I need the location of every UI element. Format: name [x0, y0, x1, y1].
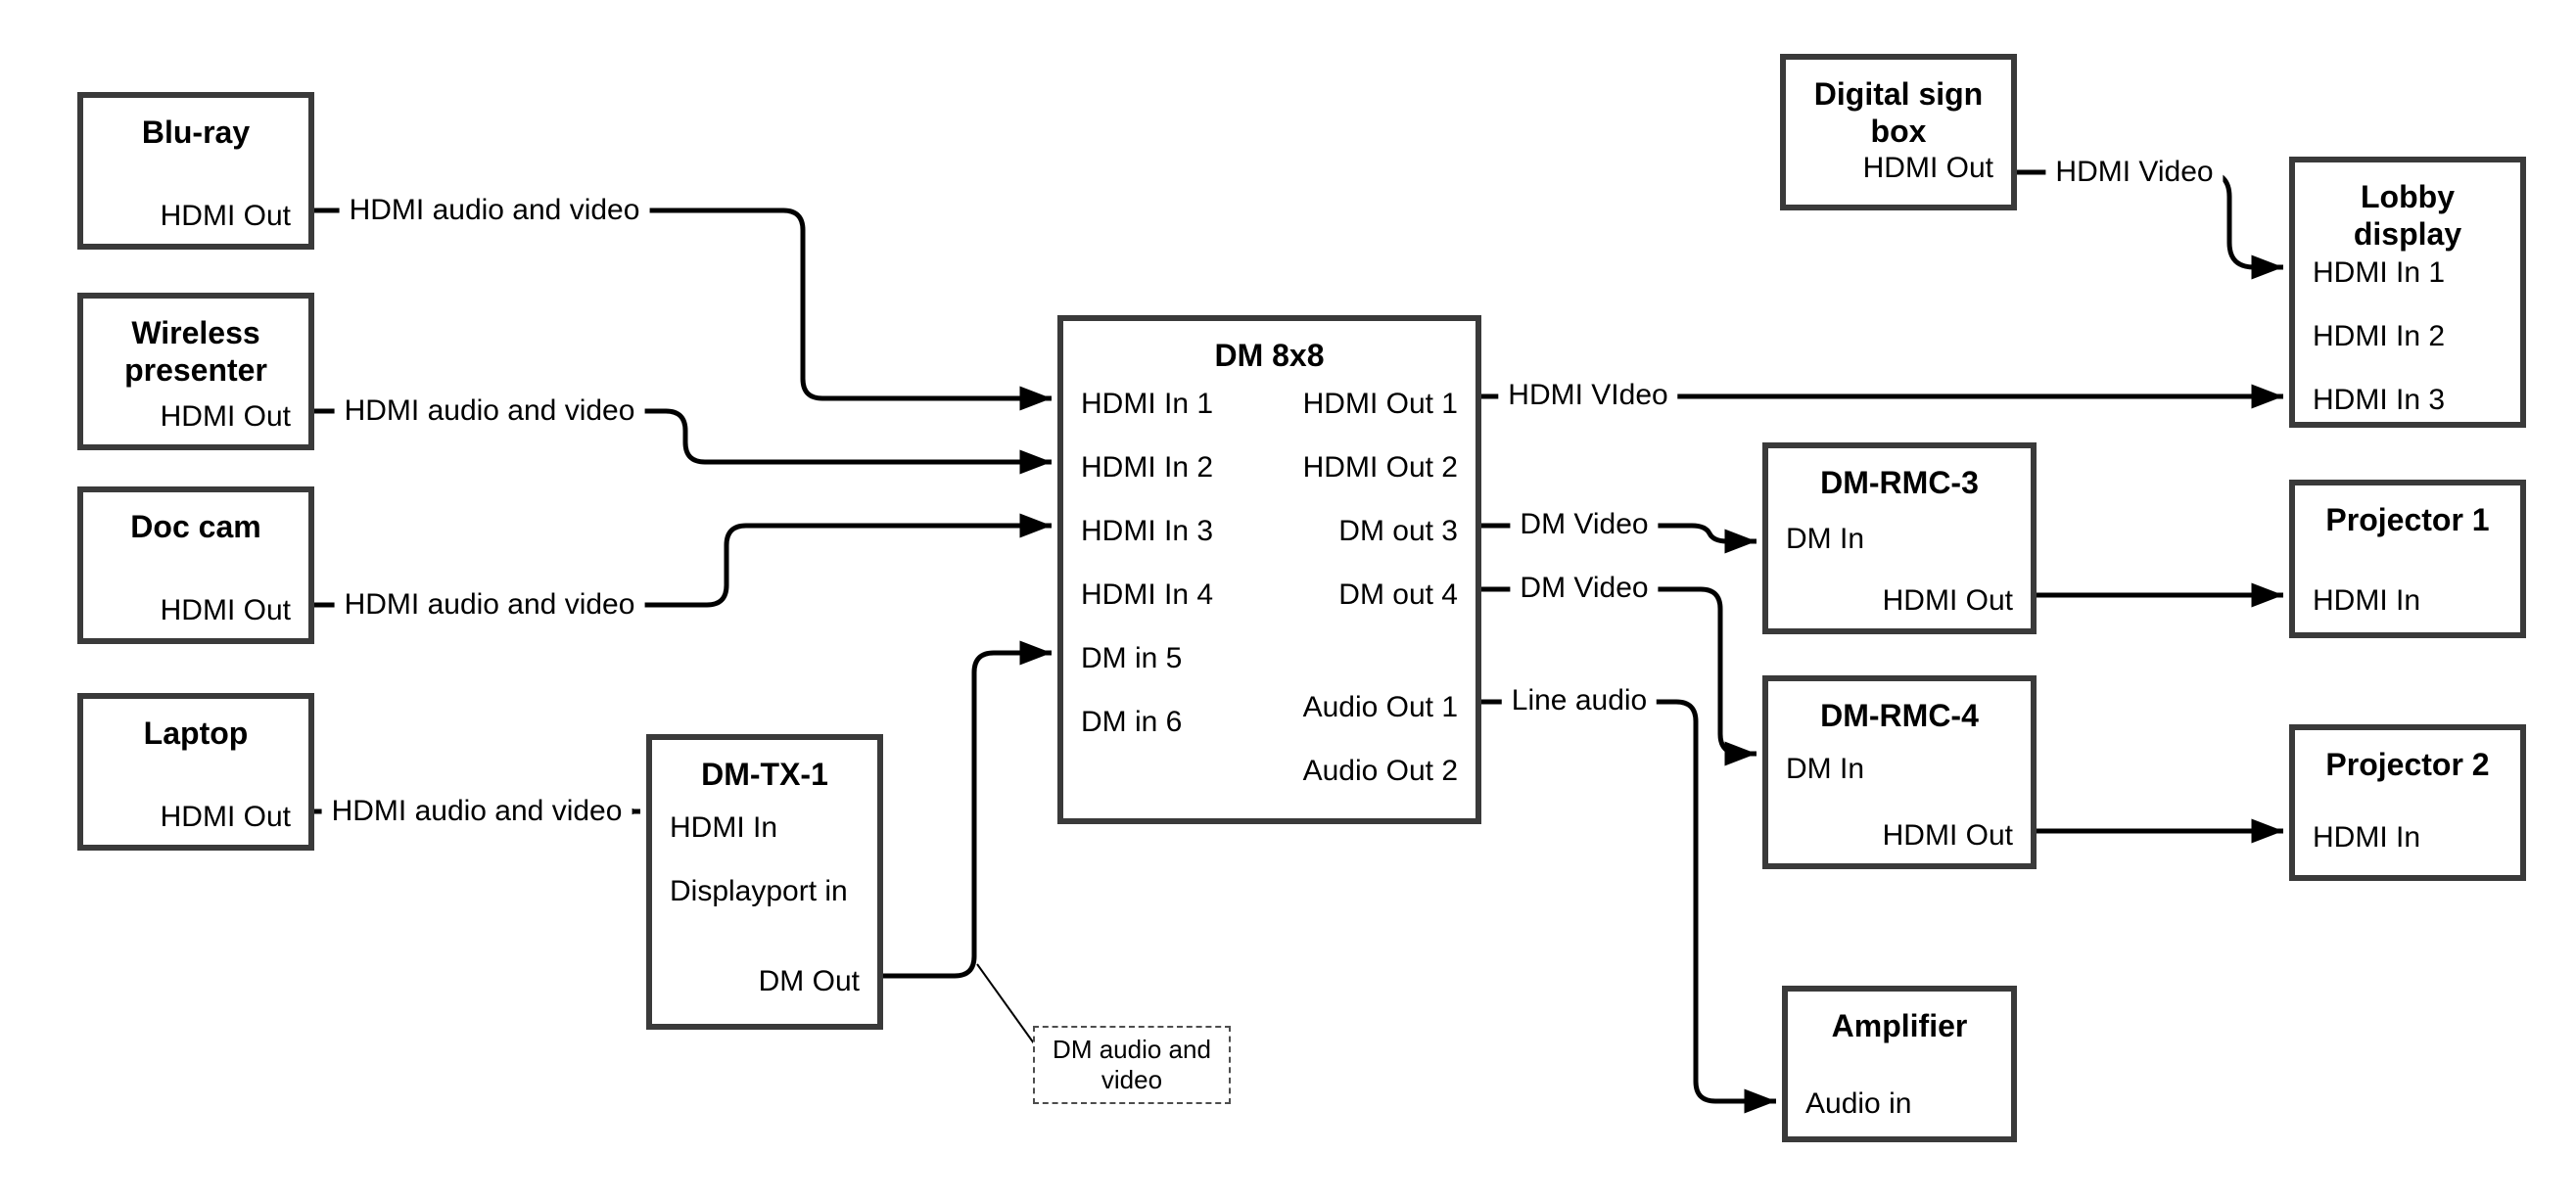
port-lobby-display-hdmi-in-3: HDMI In 3	[2313, 384, 2446, 416]
port-dm-rmc-3-hdmi-out: HDMI Out	[1882, 584, 2013, 617]
node-title-doc-cam: Doc cam	[130, 509, 261, 544]
port-dm-tx-1-displayport-in: Displayport in	[670, 875, 848, 907]
note-leader-line	[976, 963, 1035, 1044]
port-dm-8x8-dm-out-3: DM out 3	[1338, 515, 1458, 547]
port-dm-rmc-4-hdmi-out: HDMI Out	[1882, 819, 2013, 852]
port-dm-rmc-4-dm-in: DM In	[1786, 753, 1865, 785]
port-dm-8x8-dm-in-5: DM in 5	[1081, 642, 1183, 674]
port-wireless-presenter-hdmi-out: HDMI Out	[160, 400, 291, 433]
wire-label-bluray-to-dm8x8: HDMI audio and video	[339, 194, 650, 227]
node-title-digital-sign-box: Digital sign box	[1813, 76, 1984, 149]
port-dm-8x8-audio-out-1: Audio Out 1	[1302, 691, 1458, 723]
port-laptop-hdmi-out: HDMI Out	[160, 801, 291, 833]
port-dm-8x8-hdmi-in-3: HDMI In 3	[1081, 515, 1214, 547]
node-title-dm-tx-1: DM-TX-1	[701, 757, 828, 792]
wire-dm8x8-to-rmc3	[1481, 523, 1756, 554]
node-dm-rmc-3: DM-RMC-3 DM In HDMI Out	[1762, 442, 2037, 634]
port-dm-8x8-audio-out-2: Audio Out 2	[1302, 755, 1458, 787]
wire-bluray-to-dm8x8	[314, 208, 1052, 411]
port-dm-8x8-hdmi-out-2: HDMI Out 2	[1302, 451, 1458, 484]
port-dm-tx-1-hdmi-in: HDMI In	[670, 811, 778, 844]
port-dm-tx-1-dm-out: DM Out	[758, 965, 860, 997]
wire-label-dm8x8-to-rmc3: DM Video	[1510, 508, 1659, 541]
node-title-laptop: Laptop	[143, 716, 249, 751]
wire-label-dm8x8-to-lobby: HDMI VIdeo	[1498, 379, 1678, 412]
wire-label-dm8x8-to-rmc4: DM Video	[1510, 572, 1659, 605]
port-doc-cam-hdmi-out: HDMI Out	[160, 594, 291, 626]
wire-label-doccam-to-dm8x8: HDMI audio and video	[334, 588, 645, 622]
port-dm-8x8-dm-out-4: DM out 4	[1338, 578, 1458, 611]
node-dm-rmc-4: DM-RMC-4 DM In HDMI Out	[1762, 675, 2037, 869]
port-dm-8x8-hdmi-in-4: HDMI In 4	[1081, 578, 1214, 611]
node-title-dm-rmc-4: DM-RMC-4	[1820, 698, 1979, 733]
node-title-wireless-presenter: Wireless presenter	[124, 315, 267, 388]
port-digital-sign-box-hdmi-out: HDMI Out	[1862, 152, 1993, 184]
wire-label-signbox-to-lobby: HDMI Video	[2045, 156, 2224, 189]
wire-dm8x8-to-rmc4	[1481, 586, 1756, 766]
port-dm-8x8-hdmi-in-1: HDMI In 1	[1081, 388, 1214, 420]
port-dm-rmc-3-dm-in: DM In	[1786, 523, 1865, 555]
node-projector-1: Projector 1 HDMI In	[2289, 480, 2526, 638]
wire-label-laptop-to-dmtx1: HDMI audio and video	[321, 795, 632, 828]
port-projector-2-hdmi-in: HDMI In	[2313, 821, 2421, 854]
wire-wireless-to-dm8x8	[314, 408, 1052, 475]
port-bluray-hdmi-out: HDMI Out	[160, 200, 291, 232]
port-lobby-display-hdmi-in-1: HDMI In 1	[2313, 256, 2446, 289]
wire-label-wireless-to-dm8x8: HDMI audio and video	[334, 394, 645, 428]
port-dm-8x8-hdmi-out-1: HDMI Out 1	[1302, 388, 1458, 420]
note-dm-audio-video: DM audio and video	[1033, 1026, 1231, 1104]
port-dm-8x8-dm-in-6: DM in 6	[1081, 706, 1183, 738]
node-title-dm-8x8: DM 8x8	[1214, 338, 1325, 373]
node-title-bluray: Blu-ray	[141, 115, 251, 150]
node-projector-2: Projector 2 HDMI In	[2289, 724, 2526, 881]
wire-dm8x8-to-amp	[1481, 699, 1776, 1114]
wire-label-dm8x8-to-amp: Line audio	[1501, 684, 1658, 717]
node-title-projector-2: Projector 2	[2325, 747, 2490, 782]
node-title-projector-1: Projector 1	[2325, 502, 2490, 537]
wire-dmtx1-to-dm8x8	[883, 640, 1052, 979]
node-title-lobby-display: Lobby display	[2353, 179, 2462, 252]
port-dm-8x8-hdmi-in-2: HDMI In 2	[1081, 451, 1214, 484]
node-title-dm-rmc-3: DM-RMC-3	[1820, 465, 1979, 500]
wire-doccam-to-dm8x8	[314, 513, 1052, 608]
port-amplifier-audio-in: Audio in	[1805, 1087, 1912, 1120]
port-projector-1-hdmi-in: HDMI In	[2313, 584, 2421, 617]
port-lobby-display-hdmi-in-2: HDMI In 2	[2313, 320, 2446, 352]
node-title-amplifier: Amplifier	[1831, 1008, 1968, 1043]
